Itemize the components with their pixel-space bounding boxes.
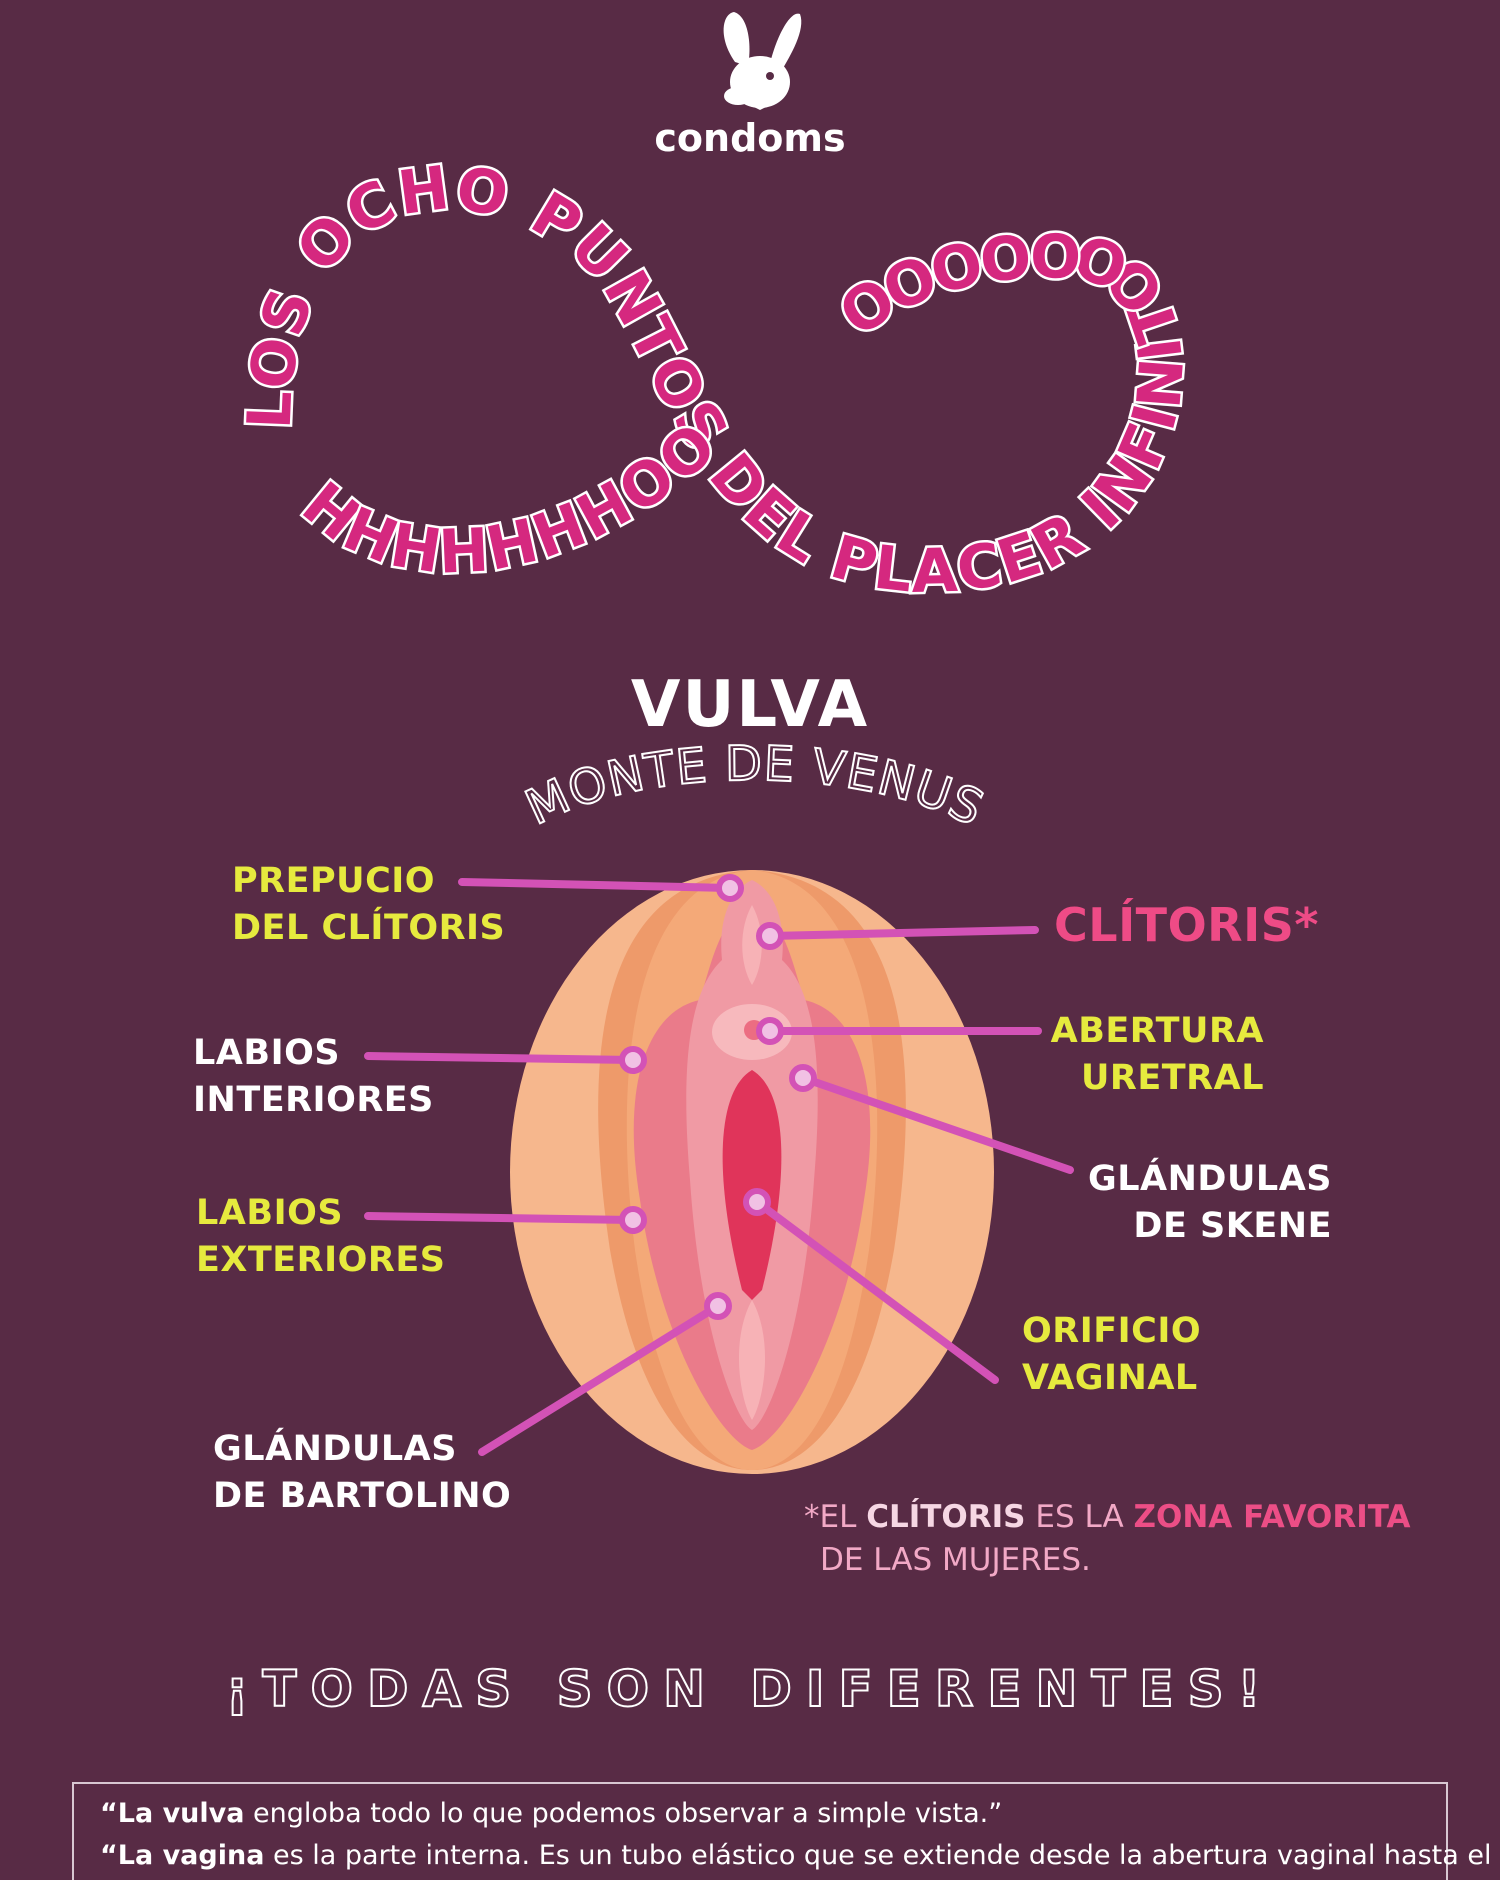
label-orificio-vaginal: ORIFICIO VAGINAL [1022,1311,1202,1398]
mons-label: MONTE DE VENUS [517,736,992,838]
definition-vulva: “La vulva engloba todo lo que podemos ob… [100,1798,1003,1829]
section-title: VULVA [630,668,870,742]
label-abertura-uretral: ABERTURA URETRAL [1050,1011,1264,1098]
brand-name: condoms [654,116,846,160]
definitions-box: “La vulva engloba todo lo que podemos ob… [72,1782,1500,1880]
label-clitoris: CLÍTORIS* [1054,898,1319,952]
slogan: ¡TODAS SON DIFERENTES! [225,1659,1275,1719]
pointer-dots [619,874,817,1320]
title-loop-text-secondary: HHHHHHHOO [289,409,731,588]
pointer-prepucio [458,878,734,892]
definition-vagina: “La vagina es la parte interna. Es un tu… [100,1840,1500,1871]
label-glandulas-bartolino: GLÁNDULAS DE BARTOLINO [213,1429,512,1516]
pointer-labios-int [364,1052,637,1064]
label-labios-exteriores: LABIOS EXTERIORES [196,1193,446,1280]
pointer-clitoris [766,926,1039,940]
bunny-icon [723,12,802,110]
pointer-skene [799,1074,1074,1174]
vulva-illustration [510,870,994,1474]
clitoris-footnote: *EL CLÍTORIS ES LA ZONA FAVORITA DE LAS … [804,1499,1411,1578]
pointer-bartolino [478,1302,722,1456]
pointer-orificio [753,1198,999,1384]
label-labios-interiores: LABIOS INTERIORES [193,1033,434,1120]
pointer-labios-ext [364,1212,637,1224]
label-glandulas-skene: GLÁNDULAS DE SKENE [1088,1159,1332,1246]
label-prepucio: PREPUCIO DEL CLÍTORIS [232,861,506,948]
pointer-lines [364,878,1074,1456]
